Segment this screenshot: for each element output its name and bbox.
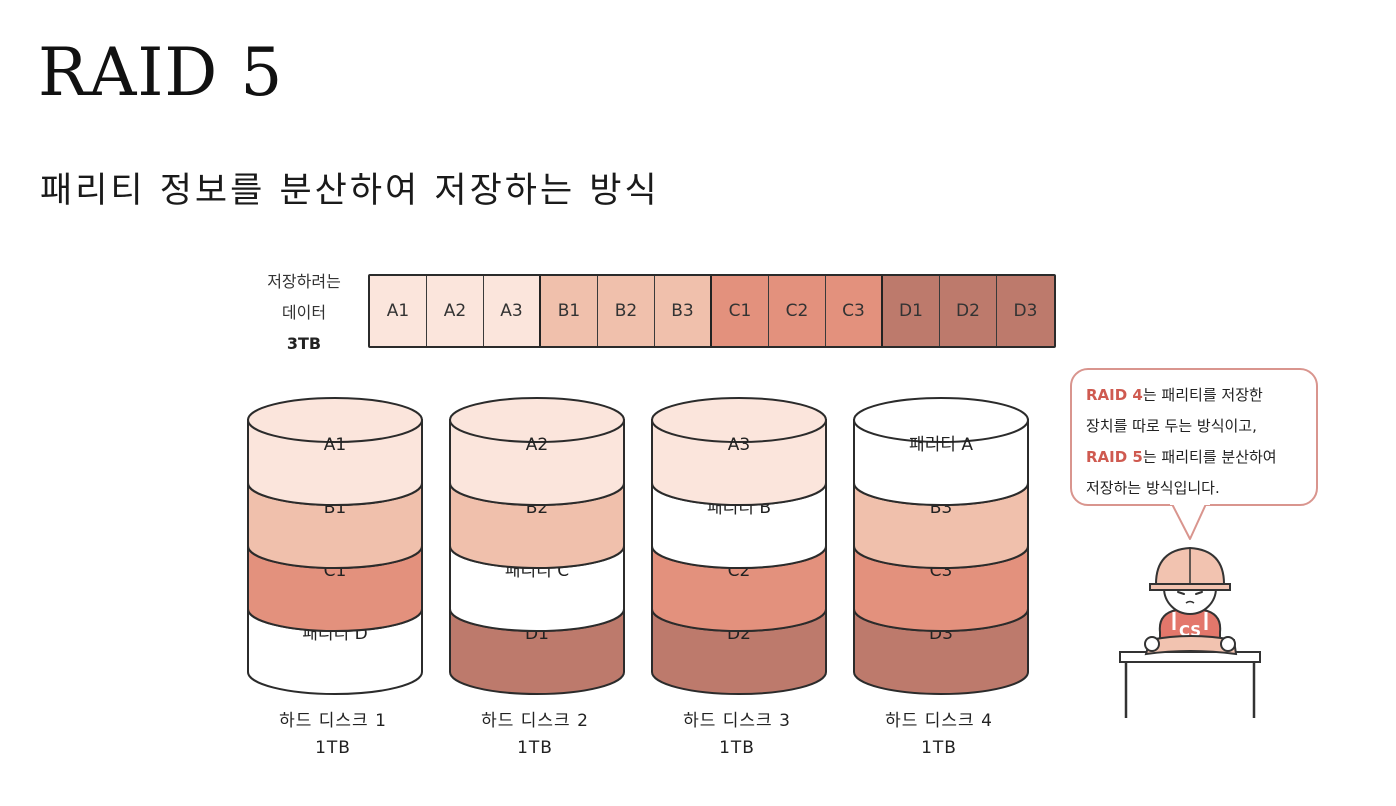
data-segment: A3 [484, 276, 541, 346]
disk-capacity: 1TB [921, 738, 957, 758]
page-title: RAID 5 [38, 34, 284, 111]
data-segment: B1 [541, 276, 598, 346]
disk-name: 하드 디스크 1 [279, 711, 387, 731]
disk-name: 하드 디스크 2 [481, 711, 589, 731]
callout-line-1-text: 는 패리티를 저장한 [1142, 386, 1263, 404]
callout-line-1: RAID 4는 패리티를 저장한 [1086, 380, 1304, 411]
data-segment: D3 [997, 276, 1054, 346]
callout-line-3: RAID 5는 패리티를 분산하여 [1086, 442, 1304, 473]
data-label-line2: 데이터 [281, 303, 327, 322]
disk-name: 하드 디스크 4 [885, 711, 993, 731]
data-segment: C3 [826, 276, 883, 346]
callout-tail-icon [1170, 503, 1210, 540]
data-to-store-label: 저장하려는 데이터 3TB [244, 266, 364, 359]
page-subtitle: 패리티 정보를 분산하여 저장하는 방식 [40, 171, 660, 211]
data-segment: D1 [883, 276, 940, 346]
callout-bubble: RAID 4는 패리티를 저장한 장치를 따로 두는 방식이고, RAID 5는… [1070, 368, 1318, 506]
disk-block-label: 패리티 A [909, 435, 973, 455]
data-segment: B3 [655, 276, 712, 346]
disk-block-label: A1 [324, 435, 346, 455]
disk-name: 하드 디스크 3 [683, 711, 791, 731]
disk-block-label: A3 [728, 435, 750, 455]
data-segment: B2 [598, 276, 655, 346]
disk-block-label: A2 [526, 435, 548, 455]
disk-block: A1 [247, 397, 423, 506]
data-label-size: 3TB [286, 334, 322, 353]
disk-block: A2 [449, 397, 625, 506]
data-segment: A2 [427, 276, 484, 346]
data-segment: A1 [370, 276, 427, 346]
disk-capacity: 1TB [517, 738, 553, 758]
mascot-worker-icon: CS [1119, 546, 1261, 718]
callout-line-3-text: 는 패리티를 분산하여 [1142, 448, 1277, 466]
disk-block: 패리티 A [853, 397, 1029, 506]
callout-raid4-highlight: RAID 4 [1086, 386, 1143, 404]
disk-block: A3 [651, 397, 827, 506]
disk-capacity: 1TB [315, 738, 351, 758]
callout-raid5-highlight: RAID 5 [1086, 448, 1143, 466]
callout-line-4: 저장하는 방식입니다. [1086, 479, 1220, 497]
disk-capacity: 1TB [719, 738, 755, 758]
data-label-line1: 저장하려는 [267, 272, 341, 291]
callout-line-2: 장치를 따로 두는 방식이고, [1086, 417, 1257, 435]
data-segment: C2 [769, 276, 826, 346]
data-segment: D2 [940, 276, 997, 346]
data-segment: C1 [712, 276, 769, 346]
